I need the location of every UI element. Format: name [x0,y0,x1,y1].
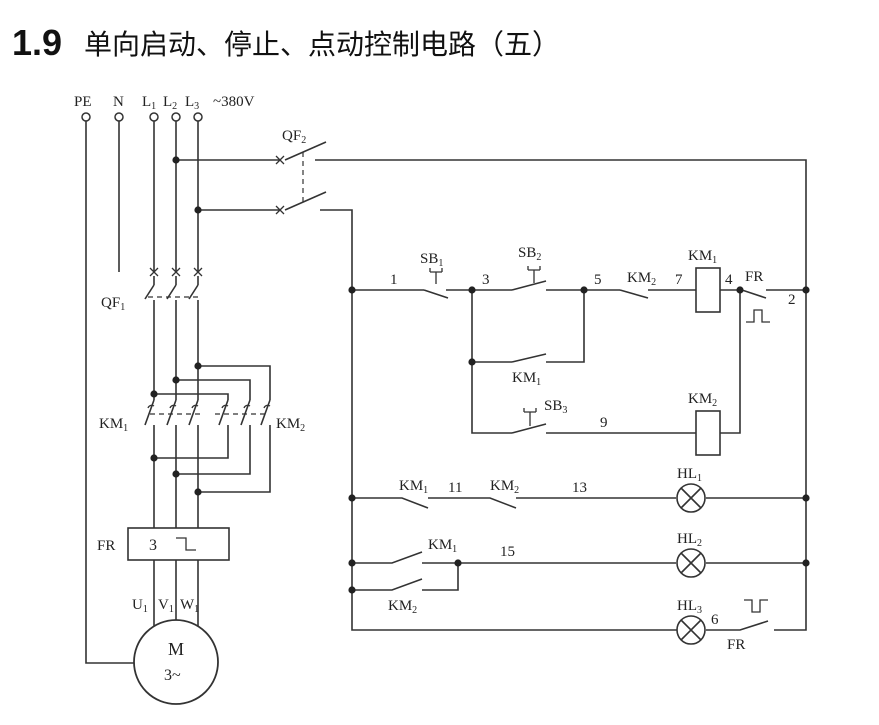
motor-terminal-v: V1 [158,597,174,615]
junction-dots [150,156,810,594]
terminal-l3 [193,112,203,122]
terminal-l2 [171,112,181,122]
km2-coil [695,410,721,456]
motor-terminal-w: W1 [180,597,199,615]
hl1-label: HL1 [677,466,702,484]
main-circuit-wiring [85,121,280,664]
wire-number-11: 11 [448,480,462,496]
coils: KM1 KM2 [688,248,721,456]
motor: U1 V1 W1 M 3~ [132,597,219,705]
wire-number-9: 9 [600,415,608,431]
sb1-label: SB1 [420,251,443,269]
km1-main-label: KM1 [99,416,128,434]
hl3-label: HL3 [677,598,702,616]
page-heading: 1.9 单向启动、停止、点动控制电路（五） [12,18,560,68]
wire-number-15: 15 [500,544,515,560]
terminal-pe-label: PE [74,94,92,110]
sb3-label: SB3 [544,398,567,416]
supply-voltage-label: ~380V [213,94,255,110]
qf1-label: QF1 [101,295,125,313]
fr-hl3-label: FR [727,637,745,653]
section-number: 1.9 [12,22,63,63]
wire-number-6: 6 [711,612,719,628]
terminal-l2-label: L2 [163,94,177,112]
terminal-n [114,112,124,122]
fr-main-label: FR [97,538,115,554]
terminal-l3-label: L3 [185,94,199,112]
aux-contact-labels: KM2 KM1 KM1 KM2 KM1 KM2 FR FR [388,269,770,653]
pushbuttons: SB1 SB2 SB3 [420,245,567,426]
km1-hl2-label: KM1 [428,537,457,555]
terminal-n-label: N [113,94,124,110]
km2-coil-label: KM2 [688,391,717,409]
wire-number-4: 4 [725,272,733,288]
wire-number-2: 2 [788,292,796,308]
power-terminals [81,112,203,122]
power-terminal-labels: PE N L1 L2 L3 ~380V [74,94,255,112]
fr-box-number: 3 [149,537,157,554]
qf2-breaker: QF2 [275,128,807,290]
wire-number-7: 7 [675,272,683,288]
indicator-lamps: HL1 HL2 HL3 [676,466,706,645]
motor-letter: M [168,639,184,659]
wire-number-5: 5 [594,272,602,288]
qf1-breaker: QF1 [101,267,203,318]
hl2-lamp [676,548,706,578]
wire-numbers: 1 2 3 4 5 6 7 9 11 13 15 [390,272,796,628]
fr-contact-label: FR [745,269,763,285]
motor-phase: 3~ [164,667,181,684]
wire-number-3: 3 [482,272,490,288]
km1-coil [695,267,721,313]
page-title: 单向启动、停止、点动控制电路（五） [84,28,561,61]
hl1-lamp [676,483,706,513]
contactor-wiring: KM1 KM2 [99,318,305,528]
qf2-label: QF2 [282,128,306,146]
km1-hl1-label: KM1 [399,478,428,496]
km1-coil-label: KM1 [688,248,717,266]
wire-number-1: 1 [390,272,398,288]
terminal-pe [81,112,91,122]
hl3-lamp [676,615,706,645]
km2-main-label: KM2 [276,416,305,434]
terminal-l1 [149,112,159,122]
fr-thermal-symbol-bottom [744,599,768,613]
km2-hl1-label: KM2 [490,478,519,496]
terminal-l1-label: L1 [142,94,156,112]
motor-terminal-u: U1 [132,597,148,615]
km2-interlock-label: KM2 [627,270,656,288]
km1-holding-label: KM1 [512,370,541,388]
control-wiring [351,280,807,631]
fr-thermal-relay: 3 FR [97,527,230,630]
sb2-label: SB2 [518,245,541,263]
km2-hl2-label: KM2 [388,598,417,616]
motor-circle [133,619,219,705]
hl2-label: HL2 [677,531,702,549]
wire-number-13: 13 [572,480,587,496]
fr-thermal-symbol-top [746,309,770,323]
